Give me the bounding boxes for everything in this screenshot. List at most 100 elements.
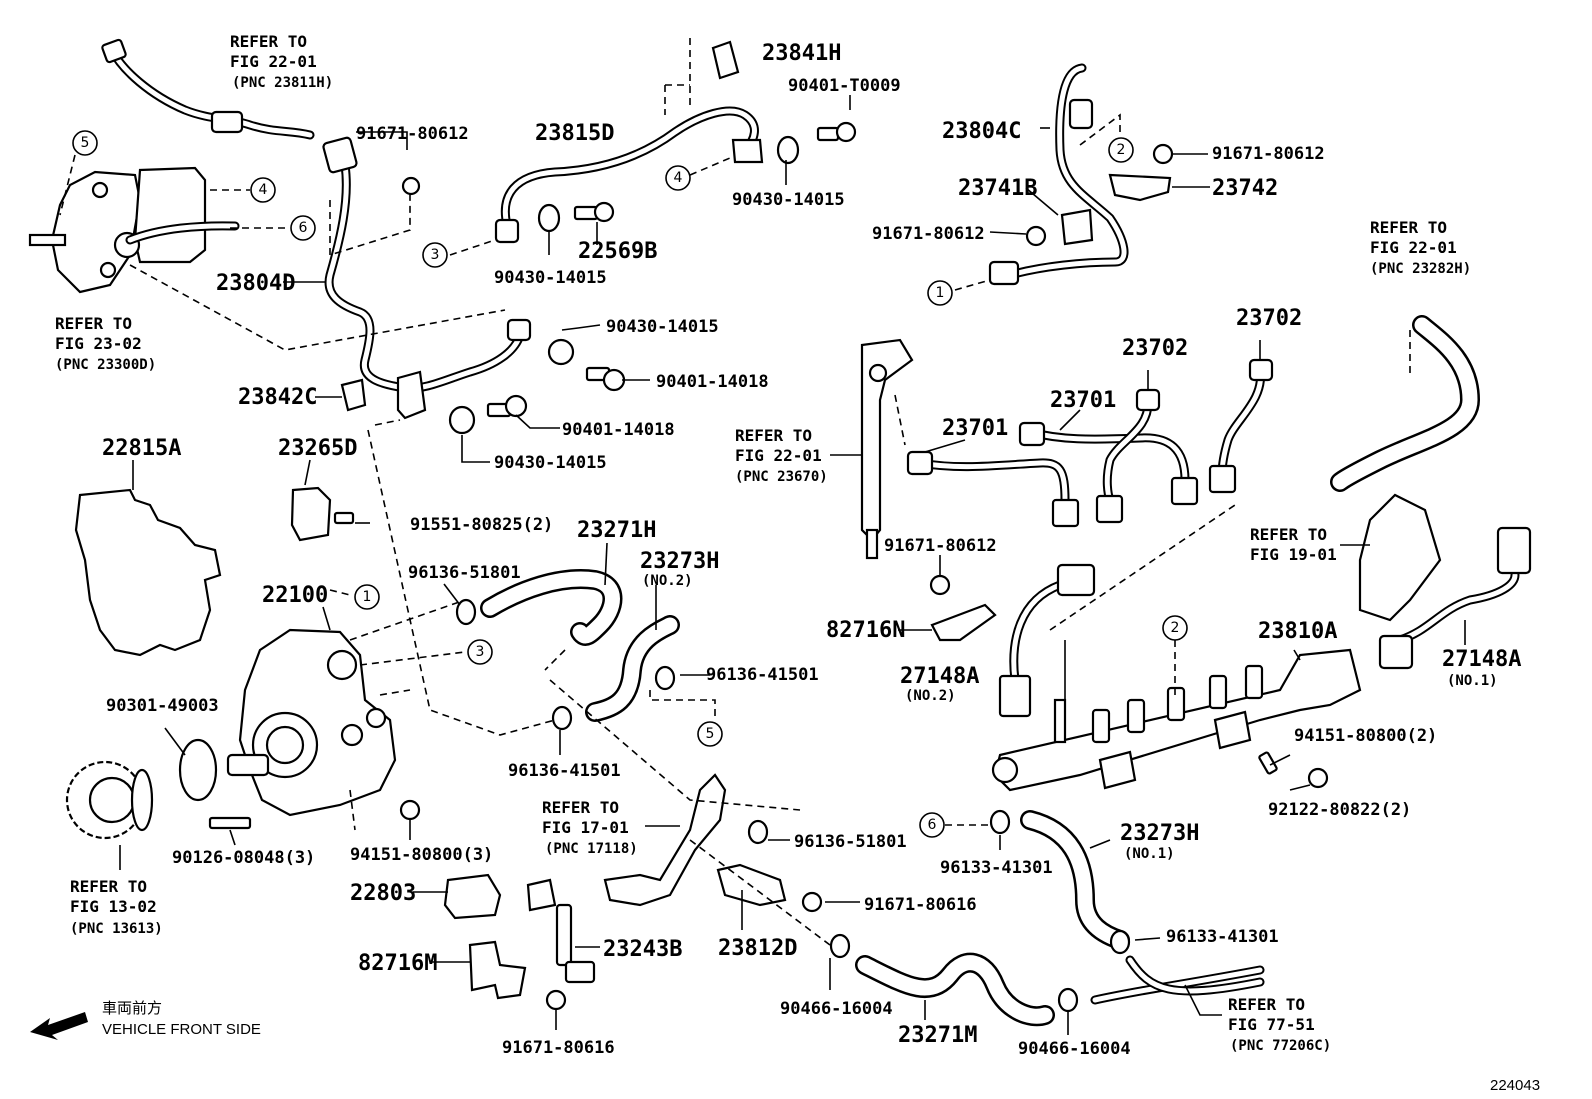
callout-4-left: 4 — [250, 177, 276, 203]
part-labels: 23841H 90401-T0009 23815D 91671-80612 90… — [102, 41, 1521, 1059]
label-96136-41501-b: 96136-41501 — [508, 761, 621, 781]
injection-pipes-23701-shape — [906, 358, 1274, 528]
svg-text:2: 2 — [1117, 142, 1126, 158]
label-23271H: 23271H — [577, 518, 656, 543]
svg-text:FIG 17-01: FIG 17-01 — [542, 818, 629, 837]
label-90126-08048: 90126-08048(3) — [172, 848, 315, 868]
svg-text:4: 4 — [674, 170, 683, 186]
svg-text:1: 1 — [363, 589, 372, 605]
label-23702-b: 23702 — [1122, 336, 1188, 361]
callout-6-right: 6 — [919, 812, 945, 838]
intake-housing-shape — [28, 166, 240, 294]
svg-text:FIG 22-01: FIG 22-01 — [735, 446, 822, 465]
label-91671-80612-d: 91671-80612 — [884, 536, 997, 556]
refer-note-fig17-01: REFER TO FIG 17-01 (PNC 17118) — [542, 798, 638, 857]
callout-5-top: 5 — [72, 130, 98, 156]
label-23273H-no1: 23273H — [1120, 821, 1199, 846]
label-23815D: 23815D — [535, 121, 614, 146]
label-23273H-no2: 23273H — [640, 549, 719, 574]
svg-text:FIG 22-01: FIG 22-01 — [1370, 238, 1457, 257]
label-91671-80612-a: 91671-80612 — [356, 124, 469, 144]
label-82716M: 82716M — [358, 951, 437, 976]
label-90401-14018-b: 90401-14018 — [562, 420, 675, 440]
label-90401-T0009: 90401-T0009 — [788, 76, 901, 96]
label-22569B: 22569B — [578, 239, 657, 264]
diagram-id: 224043 — [1490, 1077, 1540, 1094]
refer-notes: REFER TO FIG 22-01 (PNC 23811H) REFER TO… — [55, 32, 1471, 1054]
svg-text:5: 5 — [706, 726, 715, 742]
sensor-23265D-shape — [290, 486, 355, 542]
cover-22815A-shape — [74, 488, 222, 657]
label-23841H: 23841H — [762, 41, 841, 66]
label-23810A: 23810A — [1258, 619, 1337, 644]
svg-text:REFER TO: REFER TO — [1370, 218, 1447, 237]
bracket-shape — [603, 773, 823, 913]
label-23701-a: 23701 — [1050, 388, 1116, 413]
svg-text:FIG 77-51: FIG 77-51 — [1228, 1015, 1315, 1034]
front-arrow-shape — [30, 1012, 88, 1040]
refer-note-fig77-51: REFER TO FIG 77-51 (PNC 77206C) — [1228, 995, 1331, 1054]
label-90430-14015-c: 90430-14015 — [606, 317, 719, 337]
label-27148A-no1: 27148A — [1442, 647, 1521, 672]
refer-note-fig13-02: REFER TO FIG 13-02 (PNC 13613) — [70, 877, 163, 937]
hoses-shape — [455, 315, 1480, 1027]
fuel-lines-shape — [1090, 955, 1265, 1005]
label-23265D: 23265D — [278, 436, 357, 461]
label-23842C: 23842C — [238, 385, 317, 410]
label-90466-16004-b: 90466-16004 — [1018, 1039, 1131, 1059]
sensors-27148A-shape — [930, 493, 1532, 718]
svg-text:FIG 13-02: FIG 13-02 — [70, 897, 157, 916]
label-91551-80825: 91551-80825(2) — [410, 515, 553, 535]
callout-3-top: 3 — [422, 242, 448, 268]
svg-text:FIG 19-01: FIG 19-01 — [1250, 545, 1337, 564]
label-96133-41301-b: 96133-41301 — [1166, 927, 1279, 947]
label-90301-49003: 90301-49003 — [106, 696, 219, 716]
wire-harness-shape — [101, 38, 315, 140]
callout-6-left: 6 — [290, 215, 316, 241]
svg-text:(PNC 13613): (PNC 13613) — [70, 921, 163, 937]
label-91671-80612-b: 91671-80612 — [1212, 144, 1325, 164]
front-marker-jp: 車両前方 — [102, 999, 162, 1017]
callout-1-pump: 1 — [354, 584, 380, 610]
label-22815A: 22815A — [102, 436, 181, 461]
svg-text:REFER TO: REFER TO — [735, 426, 812, 445]
svg-text:REFER TO: REFER TO — [542, 798, 619, 817]
svg-text:6: 6 — [928, 817, 937, 833]
injection-pipe-23804C-shape — [988, 63, 1174, 286]
label-96136-41501-a: 96136-41501 — [706, 665, 819, 685]
label-90430-14015-a: 90430-14015 — [732, 190, 845, 210]
leader-lines — [59, 38, 1466, 1035]
refer-note-fig22-01-23811H: REFER TO FIG 22-01 (PNC 23811H) — [230, 32, 333, 91]
label-96136-51801-a: 96136-51801 — [408, 563, 521, 583]
part-shapes — [28, 38, 1532, 1040]
svg-text:REFER TO: REFER TO — [70, 877, 147, 896]
refer-note-fig19-01: REFER TO FIG 19-01 — [1250, 525, 1337, 564]
callout-2-rail: 2 — [1162, 615, 1188, 641]
svg-text:1: 1 — [936, 285, 945, 301]
svg-text:5: 5 — [81, 135, 90, 151]
callout-2-top: 2 — [1108, 137, 1134, 163]
label-23273H-no2-note: (NO.2) — [642, 573, 693, 589]
svg-text:4: 4 — [259, 182, 268, 198]
refer-note-fig22-01-23282H: REFER TO FIG 22-01 (PNC 23282H) — [1370, 218, 1471, 277]
label-90430-14015-b: 90430-14015 — [494, 268, 607, 288]
label-23812D: 23812D — [718, 936, 797, 961]
callout-5-mid: 5 — [697, 721, 723, 747]
svg-text:(PNC 23670): (PNC 23670) — [735, 469, 828, 485]
clamps-bolts-top-shape — [401, 121, 857, 435]
label-23804C: 23804C — [942, 119, 1021, 144]
lower-left-parts-shape — [443, 873, 596, 1011]
label-90430-14015-d: 90430-14015 — [494, 453, 607, 473]
svg-text:2: 2 — [1171, 620, 1180, 636]
front-marker-en: VEHICLE FRONT SIDE — [102, 1021, 261, 1038]
svg-text:3: 3 — [476, 644, 485, 660]
svg-text:6: 6 — [299, 220, 308, 236]
svg-text:(PNC 77206C): (PNC 77206C) — [1230, 1038, 1331, 1054]
svg-text:REFER TO: REFER TO — [1250, 525, 1327, 544]
label-96136-51801-b: 96136-51801 — [794, 832, 907, 852]
label-91671-80612-c: 91671-80612 — [872, 224, 985, 244]
label-90466-16004-a: 90466-16004 — [780, 999, 893, 1019]
label-23804D: 23804D — [216, 271, 295, 296]
